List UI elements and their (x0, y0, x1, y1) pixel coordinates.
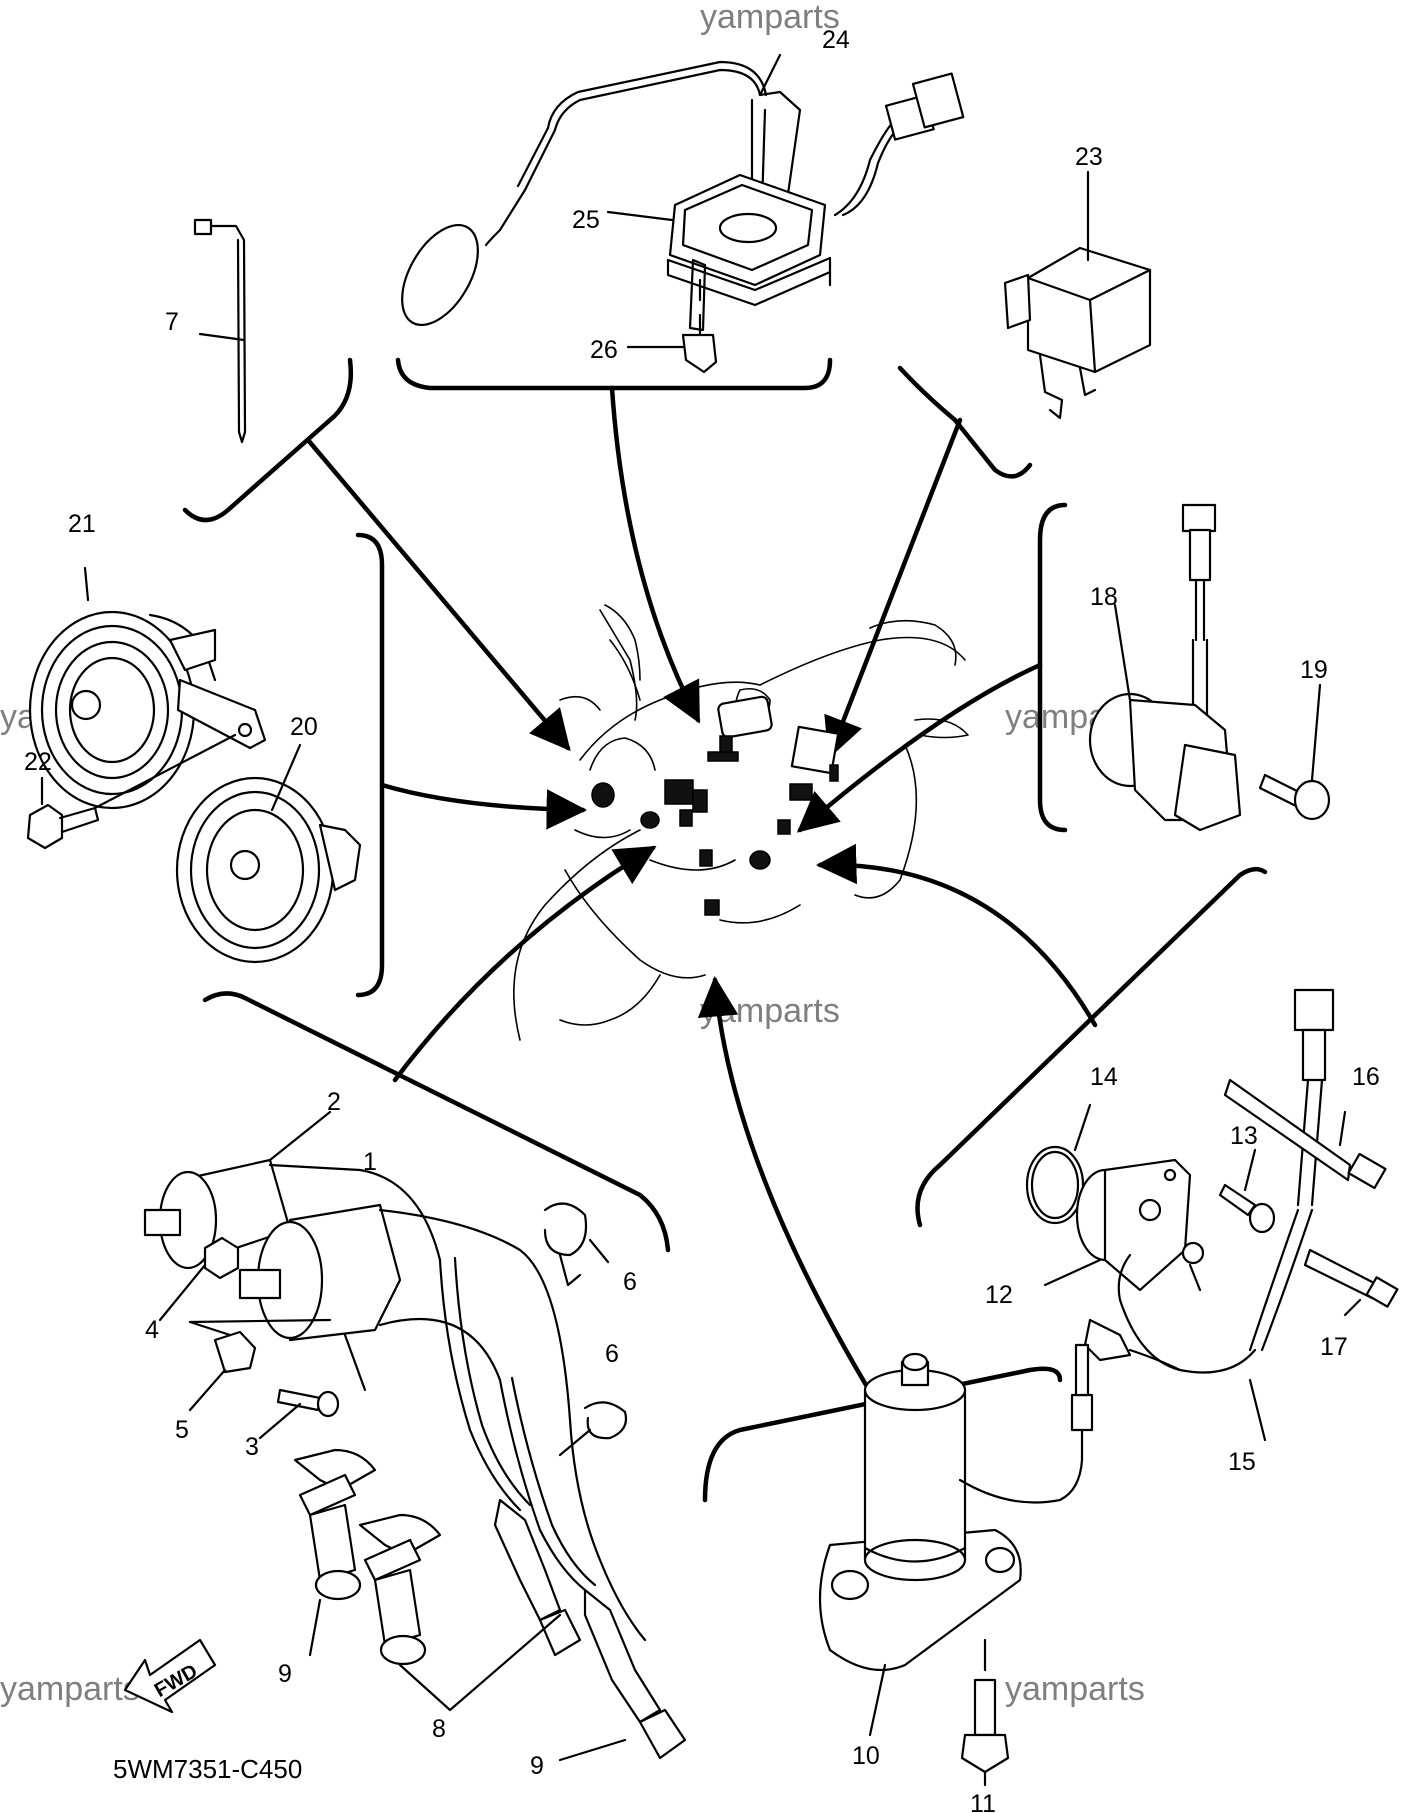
motorcycle-outline (513, 604, 969, 1041)
part-21-horn (28, 566, 267, 810)
part-20-horn (175, 743, 362, 964)
callout-17: 17 (1320, 1333, 1348, 1361)
callout-15: 15 (1228, 1448, 1256, 1476)
callout-22: 22 (24, 748, 52, 776)
part-22-bolt (26, 733, 237, 850)
watermark-bottom-left: yamparts (0, 1670, 140, 1708)
callout-13: 13 (1230, 1122, 1258, 1150)
part-26-screw (626, 258, 718, 374)
fwd-direction-arrow: FWD (123, 1638, 217, 1714)
diagram-code: 5WM7351-C450 (113, 1754, 302, 1784)
callout-2: 2 (327, 1088, 341, 1116)
callout-16: 16 (1352, 1063, 1380, 1091)
watermark-bottom-right: yamparts (1005, 1670, 1145, 1708)
callout-26: 26 (590, 336, 618, 364)
callout-4: 4 (145, 1316, 159, 1344)
callout-24: 24 (822, 26, 850, 54)
callout-14: 14 (1090, 1063, 1118, 1091)
callout-21: 21 (68, 510, 96, 538)
watermark-top: yamparts (700, 0, 840, 36)
callout-6-lower: 6 (605, 1340, 619, 1368)
callout-12: 12 (985, 1281, 1013, 1309)
part-10-solenoid (818, 1343, 1094, 1737)
callout-19: 19 (1300, 656, 1328, 684)
part-17-cable-band (1303, 1248, 1399, 1317)
group-frames (182, 357, 1268, 1503)
part-13-screw (1218, 1148, 1276, 1234)
leader-arrows (305, 385, 1098, 1403)
part-5-clip (188, 1318, 332, 1412)
callout-1: 1 (363, 1148, 377, 1176)
part-18-speed-sensor (1088, 503, 1242, 832)
part-12-neutral-switch (1043, 1158, 1192, 1292)
callout-5: 5 (175, 1416, 189, 1444)
part-19-bolt (1258, 683, 1331, 821)
callout-3: 3 (245, 1433, 259, 1461)
part-8-9-spark-plug-leads (293, 1256, 687, 1762)
callout-10: 10 (852, 1742, 880, 1770)
callout-11: 11 (970, 1790, 996, 1813)
callout-9-left: 9 (278, 1660, 292, 1688)
part-4-nut (158, 1236, 240, 1322)
callout-8: 8 (432, 1715, 446, 1743)
part-24-25-fuel-sender-unit (401, 53, 965, 337)
part-1-ignition-coil (238, 1203, 572, 1422)
callout-labels: 1 2 3 4 5 6 6 7 8 9 9 10 11 12 13 14 15 … (24, 26, 1380, 1813)
part-15-lead (1083, 988, 1335, 1442)
part-2-ignition-coil (143, 1110, 442, 1270)
callout-20: 20 (290, 713, 318, 741)
part-6-clamp (543, 1202, 628, 1457)
part-11-bolt (960, 1678, 1010, 1787)
part-16-cable-band (1223, 1078, 1387, 1190)
part-3-bolt (258, 1388, 340, 1440)
callout-25: 25 (572, 206, 600, 234)
callout-9-right: 9 (530, 1752, 544, 1780)
callout-18: 18 (1090, 583, 1118, 611)
part-14-o-ring (1025, 1103, 1092, 1225)
callout-6-upper: 6 (623, 1268, 637, 1296)
callout-23: 23 (1075, 143, 1103, 171)
callout-7: 7 (165, 308, 179, 336)
part-23-relay (1003, 170, 1152, 420)
part-7-lead-wire (193, 218, 247, 444)
